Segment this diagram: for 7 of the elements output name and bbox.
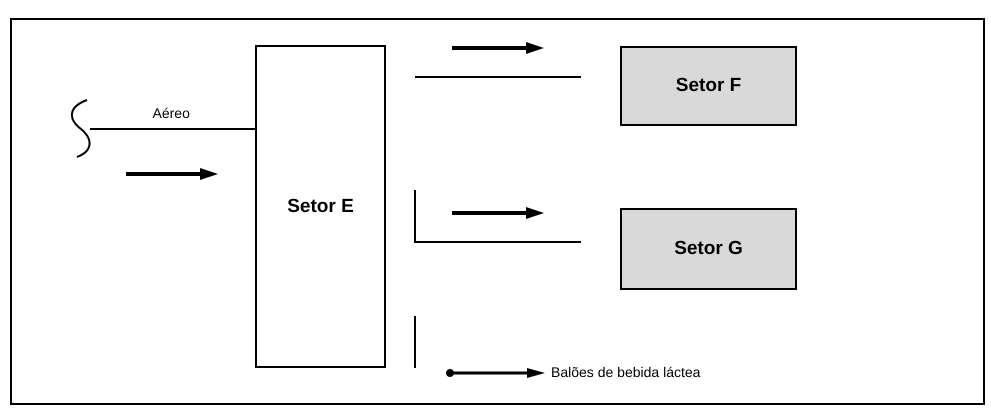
conveyor-end-symbol (68, 99, 92, 159)
sector-box: Setor F (620, 46, 797, 126)
sector-box: Setor E (255, 45, 386, 368)
edge-label: Aéreo (152, 105, 190, 121)
connector-line (90, 128, 255, 130)
legend-label: Balões de bebida láctea (551, 364, 700, 380)
sector-box: Setor G (620, 208, 797, 290)
